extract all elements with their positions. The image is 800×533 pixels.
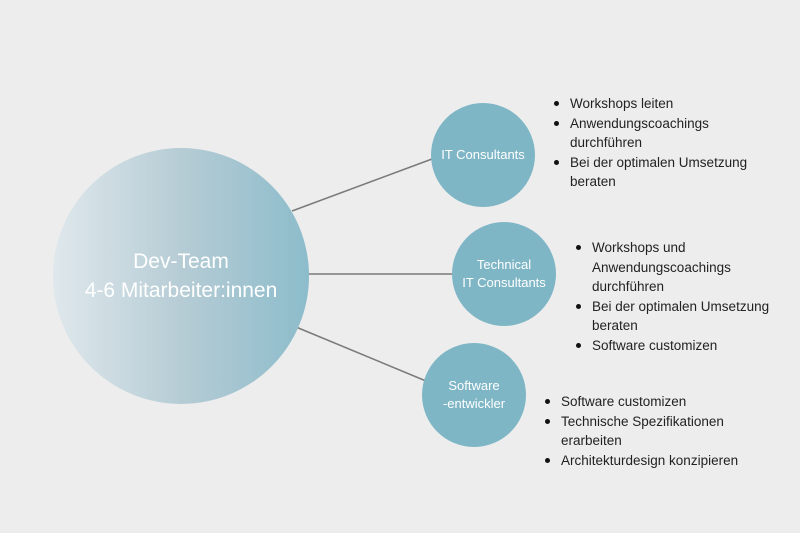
role-circle-it-consultants: IT Consultants xyxy=(431,103,535,207)
list-item: Anwendungscoachings durchführen xyxy=(552,114,782,153)
bullet-list-technical-it-consultants: Workshops und Anwendungscoachings durchf… xyxy=(574,238,774,355)
role-label-line-2: -entwickler xyxy=(442,396,506,411)
role-label-line-1: Software xyxy=(448,378,500,393)
connector-it-consultants xyxy=(291,158,433,212)
dev-team-circle: Dev-Team 4-6 Mitarbeiter:innen xyxy=(53,148,309,404)
list-item: Workshops und Anwendungscoachings durchf… xyxy=(574,238,774,297)
role-circle-technical-it-consultants: Technical IT Consultants xyxy=(452,222,556,326)
dev-team-size: 4-6 Mitarbeiter:innen xyxy=(84,279,278,302)
list-item: Bei der optimalen Umsetzung beraten xyxy=(552,153,782,192)
list-item: Workshops leiten xyxy=(552,94,782,114)
role-label: IT Consultants xyxy=(441,147,525,162)
list-item: Bei der optimalen Umsetzung beraten xyxy=(574,297,774,336)
bullet-list-it-consultants: Workshops leiten Anwendungscoachings dur… xyxy=(552,94,782,192)
role-circle-softwareentwickler: Software -entwickler xyxy=(422,343,526,447)
bullet-list-softwareentwickler: Software customizen Technische Spezifika… xyxy=(543,392,783,470)
role-label-line-2: IT Consultants xyxy=(462,275,546,290)
list-item: Software customizen xyxy=(543,392,783,412)
list-item: Software customizen xyxy=(574,336,774,356)
dev-team-title: Dev-Team xyxy=(133,250,229,273)
list-item: Technische Spezifikationen erarbeiten xyxy=(543,412,783,451)
connector-softwareentwickler xyxy=(295,326,427,382)
list-item: Architekturdesign konzipieren xyxy=(543,451,783,471)
role-label-line-1: Technical xyxy=(476,257,532,272)
